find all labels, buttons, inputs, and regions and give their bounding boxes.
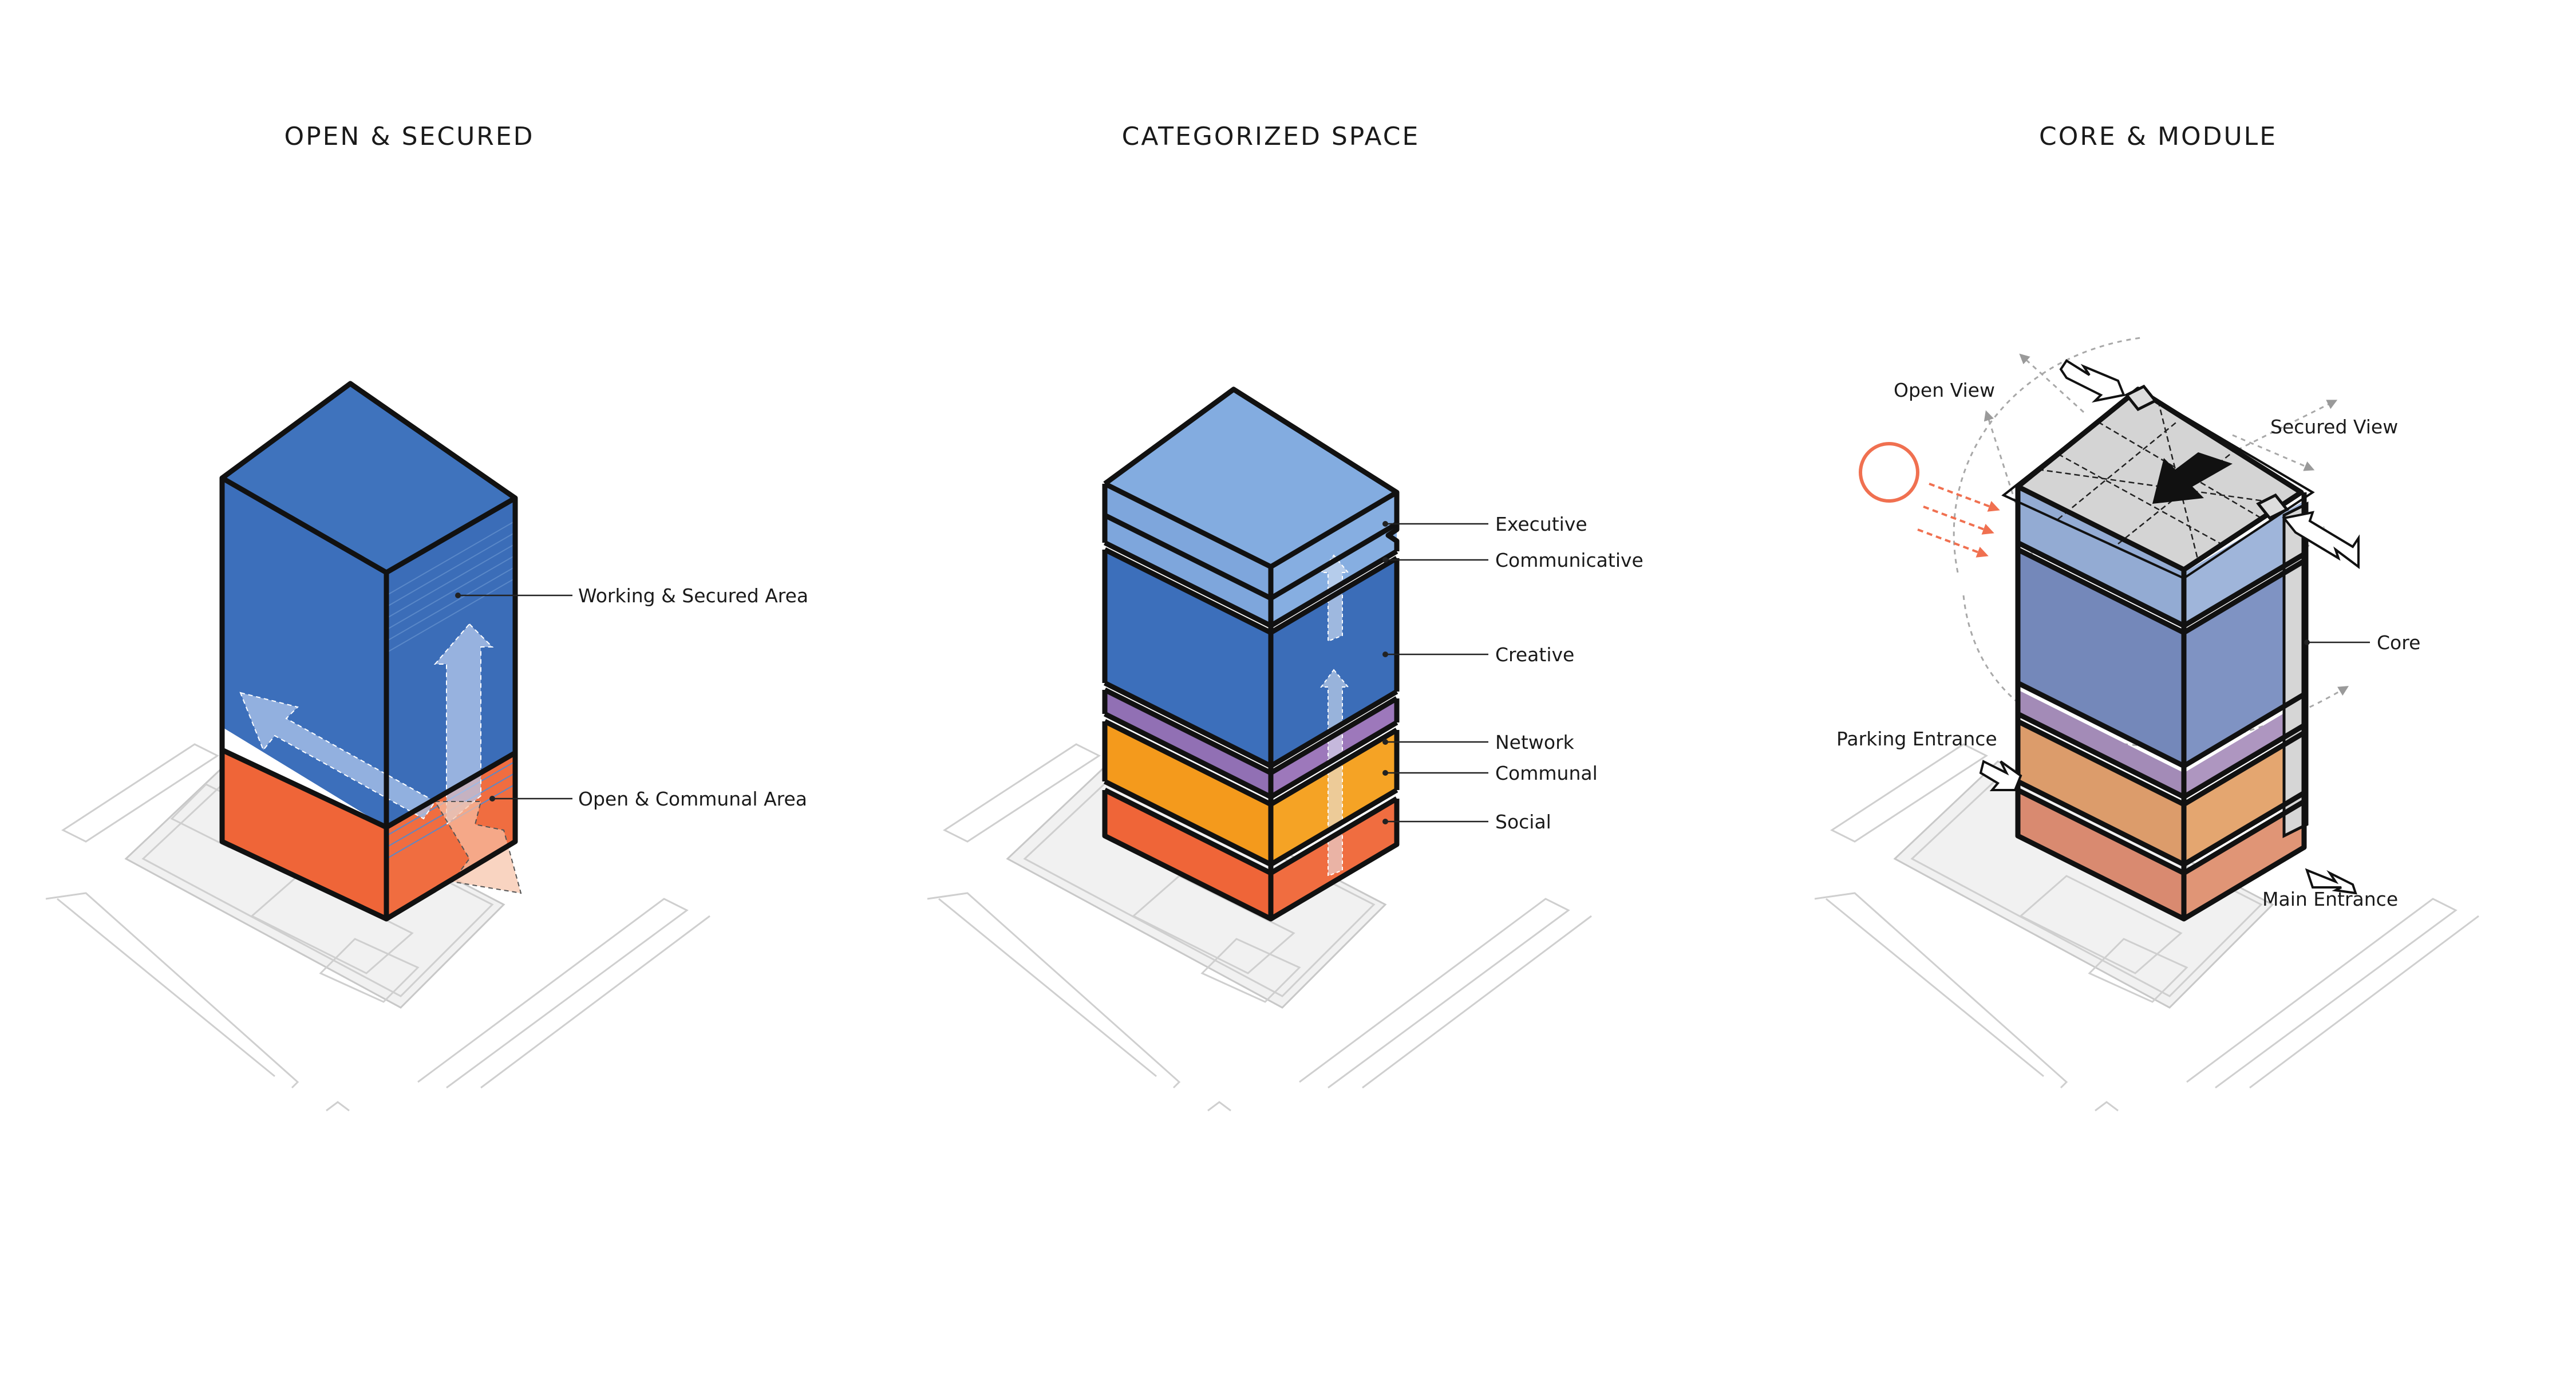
label-core: Core xyxy=(2377,631,2420,654)
sun-rays xyxy=(1917,483,2000,558)
panel-title: CORE & MODULE xyxy=(2039,122,2277,151)
core-shaft xyxy=(2282,501,2309,839)
podium-left-face xyxy=(222,750,386,919)
sun-icon xyxy=(1859,442,1919,503)
label-communal: Communal xyxy=(1495,762,1598,784)
label-secured-view: Secured View xyxy=(2270,416,2398,438)
tower-core-module xyxy=(1979,359,2360,922)
label-main-entrance: Main Entrance xyxy=(2262,888,2398,910)
label-working-secured-area: Working & Secured Area xyxy=(578,585,808,607)
label-social: Social xyxy=(1495,811,1551,833)
label-parking-entrance: Parking Entrance xyxy=(1836,728,1997,750)
panel-core-module: CORE & MODULE xyxy=(1814,122,2479,1112)
parking-entrance-arrow-icon xyxy=(1979,760,2022,791)
label-creative: Creative xyxy=(1495,643,1574,666)
label-open-communal-area: Open & Communal Area xyxy=(578,788,807,810)
label-network: Network xyxy=(1495,731,1575,753)
entry-arrow-icon xyxy=(2282,511,2360,569)
panel-title: CATEGORIZED SPACE xyxy=(1122,122,1420,151)
tower-categorized xyxy=(1102,386,1400,922)
main-entrance-arrow-icon xyxy=(2305,868,2357,895)
entry-arrow-icon xyxy=(2059,359,2125,403)
panel-open-secured: OPEN & SECURED xyxy=(45,122,808,1112)
podium-right-face xyxy=(386,753,515,919)
label-communicative: Communicative xyxy=(1495,549,1643,571)
label-open-view: Open View xyxy=(1894,379,1995,401)
site-plan xyxy=(1814,743,2479,1112)
block-top-face xyxy=(222,384,515,572)
orientation-arrow-icon xyxy=(2152,452,2233,504)
tower-open-secured xyxy=(219,381,522,922)
label-executive: Executive xyxy=(1495,513,1587,535)
panel-categorized-space: CATEGORIZED SPACE xyxy=(927,122,1643,1112)
panel-title: OPEN & SECURED xyxy=(284,122,534,151)
